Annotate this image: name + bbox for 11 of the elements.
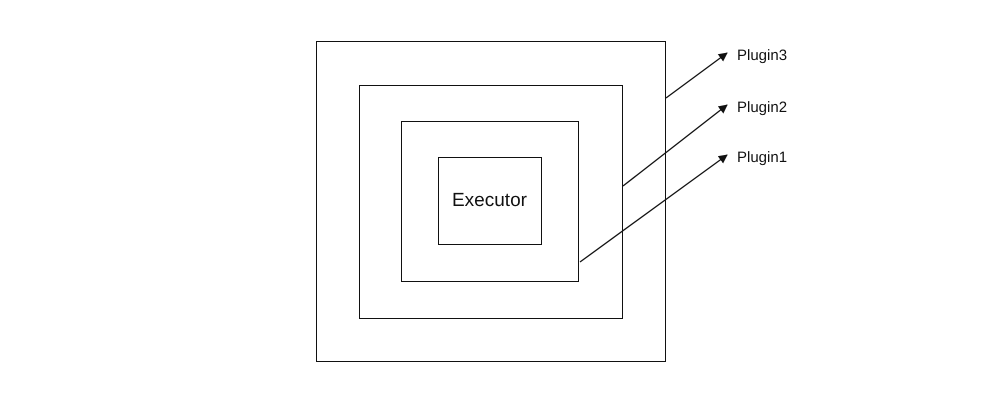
plugin-label: Plugin2 <box>737 98 788 116</box>
executor-box <box>438 156 542 244</box>
nested-box <box>358 84 622 318</box>
arrow <box>622 104 728 187</box>
plugin-label: Plugin1 <box>737 148 788 166</box>
box-label: Executor <box>452 190 527 212</box>
nested-box <box>401 121 579 282</box>
arrow <box>666 52 728 99</box>
plugin-label: Plugin3 <box>737 46 788 64</box>
nested-box <box>316 41 666 362</box>
arrow <box>580 154 728 263</box>
